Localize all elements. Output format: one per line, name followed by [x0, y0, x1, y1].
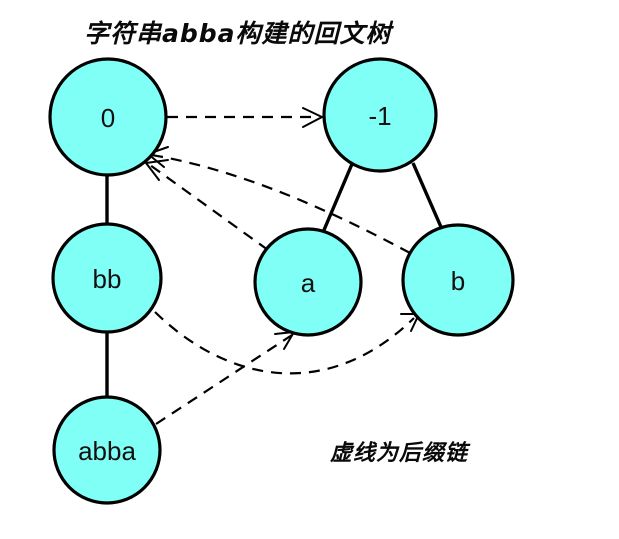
suffix-link-a-to-root0 — [149, 164, 269, 251]
suffix-link-abba-to-a — [155, 334, 293, 425]
node-label-root0: 0 — [101, 103, 115, 133]
node-rootm1[interactable]: -1 — [322, 57, 438, 173]
diagram-title: 字符串abba构建的回文树 — [84, 19, 395, 48]
suffix-link-b-to-root0 — [151, 153, 411, 254]
node-circle-b[interactable] — [401, 223, 515, 337]
tree-edge-rootm1-b — [411, 162, 443, 228]
node-label-abba: abba — [78, 436, 136, 466]
node-label-rootm1: -1 — [368, 101, 391, 131]
node-circle-rootm1[interactable] — [322, 57, 438, 173]
suffix-links-group: -1 --> 0 (upper, gently curved) --> 0 (l… — [144, 107, 421, 425]
node-root0[interactable]: 0 — [48, 57, 168, 177]
node-circle-root0[interactable] — [48, 57, 168, 177]
tree-edges-group — [105, 162, 443, 397]
node-circle-bb[interactable] — [51, 222, 163, 334]
node-label-a: a — [301, 268, 316, 298]
node-b[interactable]: b — [401, 223, 515, 337]
tree-edge-rootm1-a — [322, 163, 354, 231]
suffix-link-bb-to-b — [154, 311, 415, 375]
node-abba[interactable]: abba — [52, 395, 162, 505]
node-circle-abba[interactable] — [52, 395, 162, 505]
node-label-b: b — [451, 266, 465, 296]
arrowhead-rootm1 — [302, 107, 325, 128]
node-circle-a[interactable] — [253, 227, 363, 337]
node-label-bb: bb — [93, 264, 122, 294]
diagram-legend: 虚线为后缀链 — [330, 440, 471, 466]
node-a[interactable]: a — [253, 227, 363, 337]
nodes-group: 0 -1 bb a b abba — [48, 57, 515, 505]
node-bb[interactable]: bb — [51, 222, 163, 334]
arrowhead-root0-from-a — [144, 159, 169, 181]
